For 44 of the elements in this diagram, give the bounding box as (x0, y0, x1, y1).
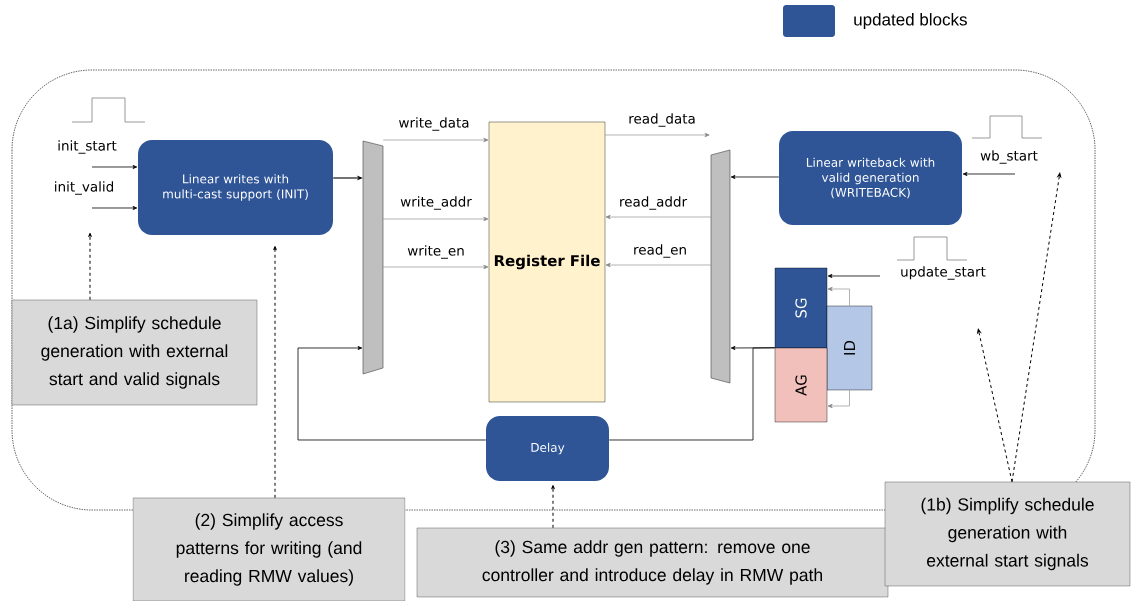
arrow (382, 137, 489, 143)
edge-label: read_en (632, 243, 688, 259)
generator-box: SG (774, 267, 828, 349)
arrow (1011, 172, 1062, 483)
arrow (827, 389, 850, 409)
arrow (88, 232, 92, 301)
process-box: Linear writes with multi-cast support (INIT) (138, 140, 333, 235)
arrow (273, 246, 277, 499)
arrow (382, 216, 489, 222)
arrow (605, 262, 712, 268)
edge-label: read_addr (617, 195, 689, 211)
edge-label: wb_start (979, 149, 1039, 165)
arrow (382, 264, 489, 270)
edge-label: update_start (899, 265, 987, 281)
arrow (730, 175, 780, 179)
edge-label: write_data (397, 116, 471, 132)
edge-label: write_addr (399, 195, 473, 211)
arrow (91, 206, 138, 210)
connector-line (608, 347, 776, 441)
arrow (962, 172, 1016, 176)
callout-box: (1b) Simplify schedule generation with external start signals (884, 481, 1131, 587)
edge-label: init_valid (52, 180, 116, 196)
arrow (604, 132, 710, 138)
arrow (91, 165, 138, 169)
generator-box: ID (826, 305, 873, 391)
arrow (551, 485, 555, 529)
multiplexer (362, 140, 384, 375)
arrow (605, 214, 712, 220)
legend-label: updated blocks (854, 13, 967, 29)
callout-box: (2) Simplify access patterns for writing (and reading RMW values) (132, 497, 406, 601)
arrow (297, 346, 487, 441)
callout-box: (3) Same addr gen pattern: remove one controller and introduce delay in RMW path (416, 527, 889, 598)
multiplexer (710, 149, 731, 384)
arrow (827, 286, 850, 307)
edge-label: init_start (56, 139, 118, 155)
process-box: Linear writeback with valid generation (WRITEBACK) (779, 131, 962, 225)
edge-label: write_en (406, 244, 466, 260)
arrow (827, 274, 881, 278)
generator-box: AG (774, 347, 828, 423)
process-box: Delay (486, 416, 609, 481)
callout-box: (1a) Simplify schedule generation with external start and valid signals (11, 299, 258, 406)
arrow (977, 328, 1013, 483)
register-file-box: Register File (488, 121, 606, 403)
edge-label: read_data (627, 112, 697, 128)
